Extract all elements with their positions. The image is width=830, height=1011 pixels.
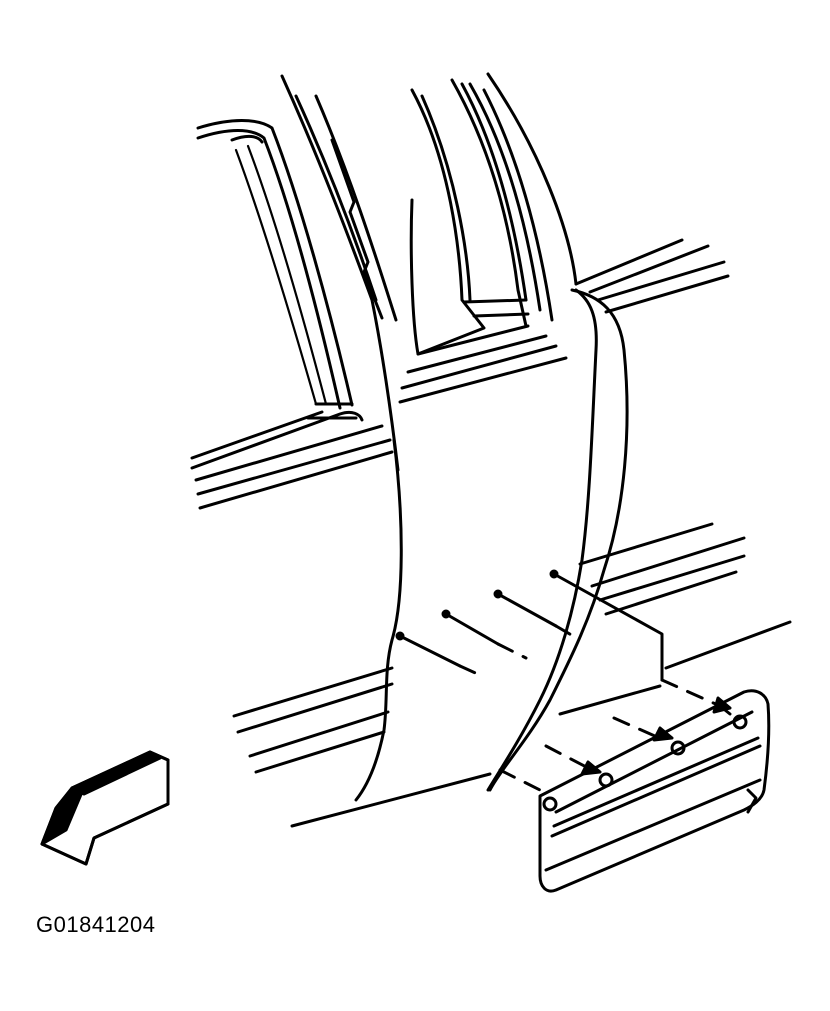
fastener-pins bbox=[395, 569, 722, 794]
front-door-beltline bbox=[190, 410, 394, 510]
front-window-frame bbox=[196, 119, 358, 420]
figure-id-label: G01841204 bbox=[36, 912, 156, 937]
quarter-panel-lines bbox=[574, 238, 730, 314]
forward-arrow-icon bbox=[40, 750, 170, 866]
front-door-skin bbox=[354, 438, 403, 802]
rear-window-frame bbox=[398, 78, 568, 404]
door-molding-part bbox=[538, 689, 771, 893]
rear-door-edge bbox=[486, 72, 629, 792]
lower-body-lines bbox=[232, 522, 792, 828]
b-pillar bbox=[280, 74, 400, 472]
